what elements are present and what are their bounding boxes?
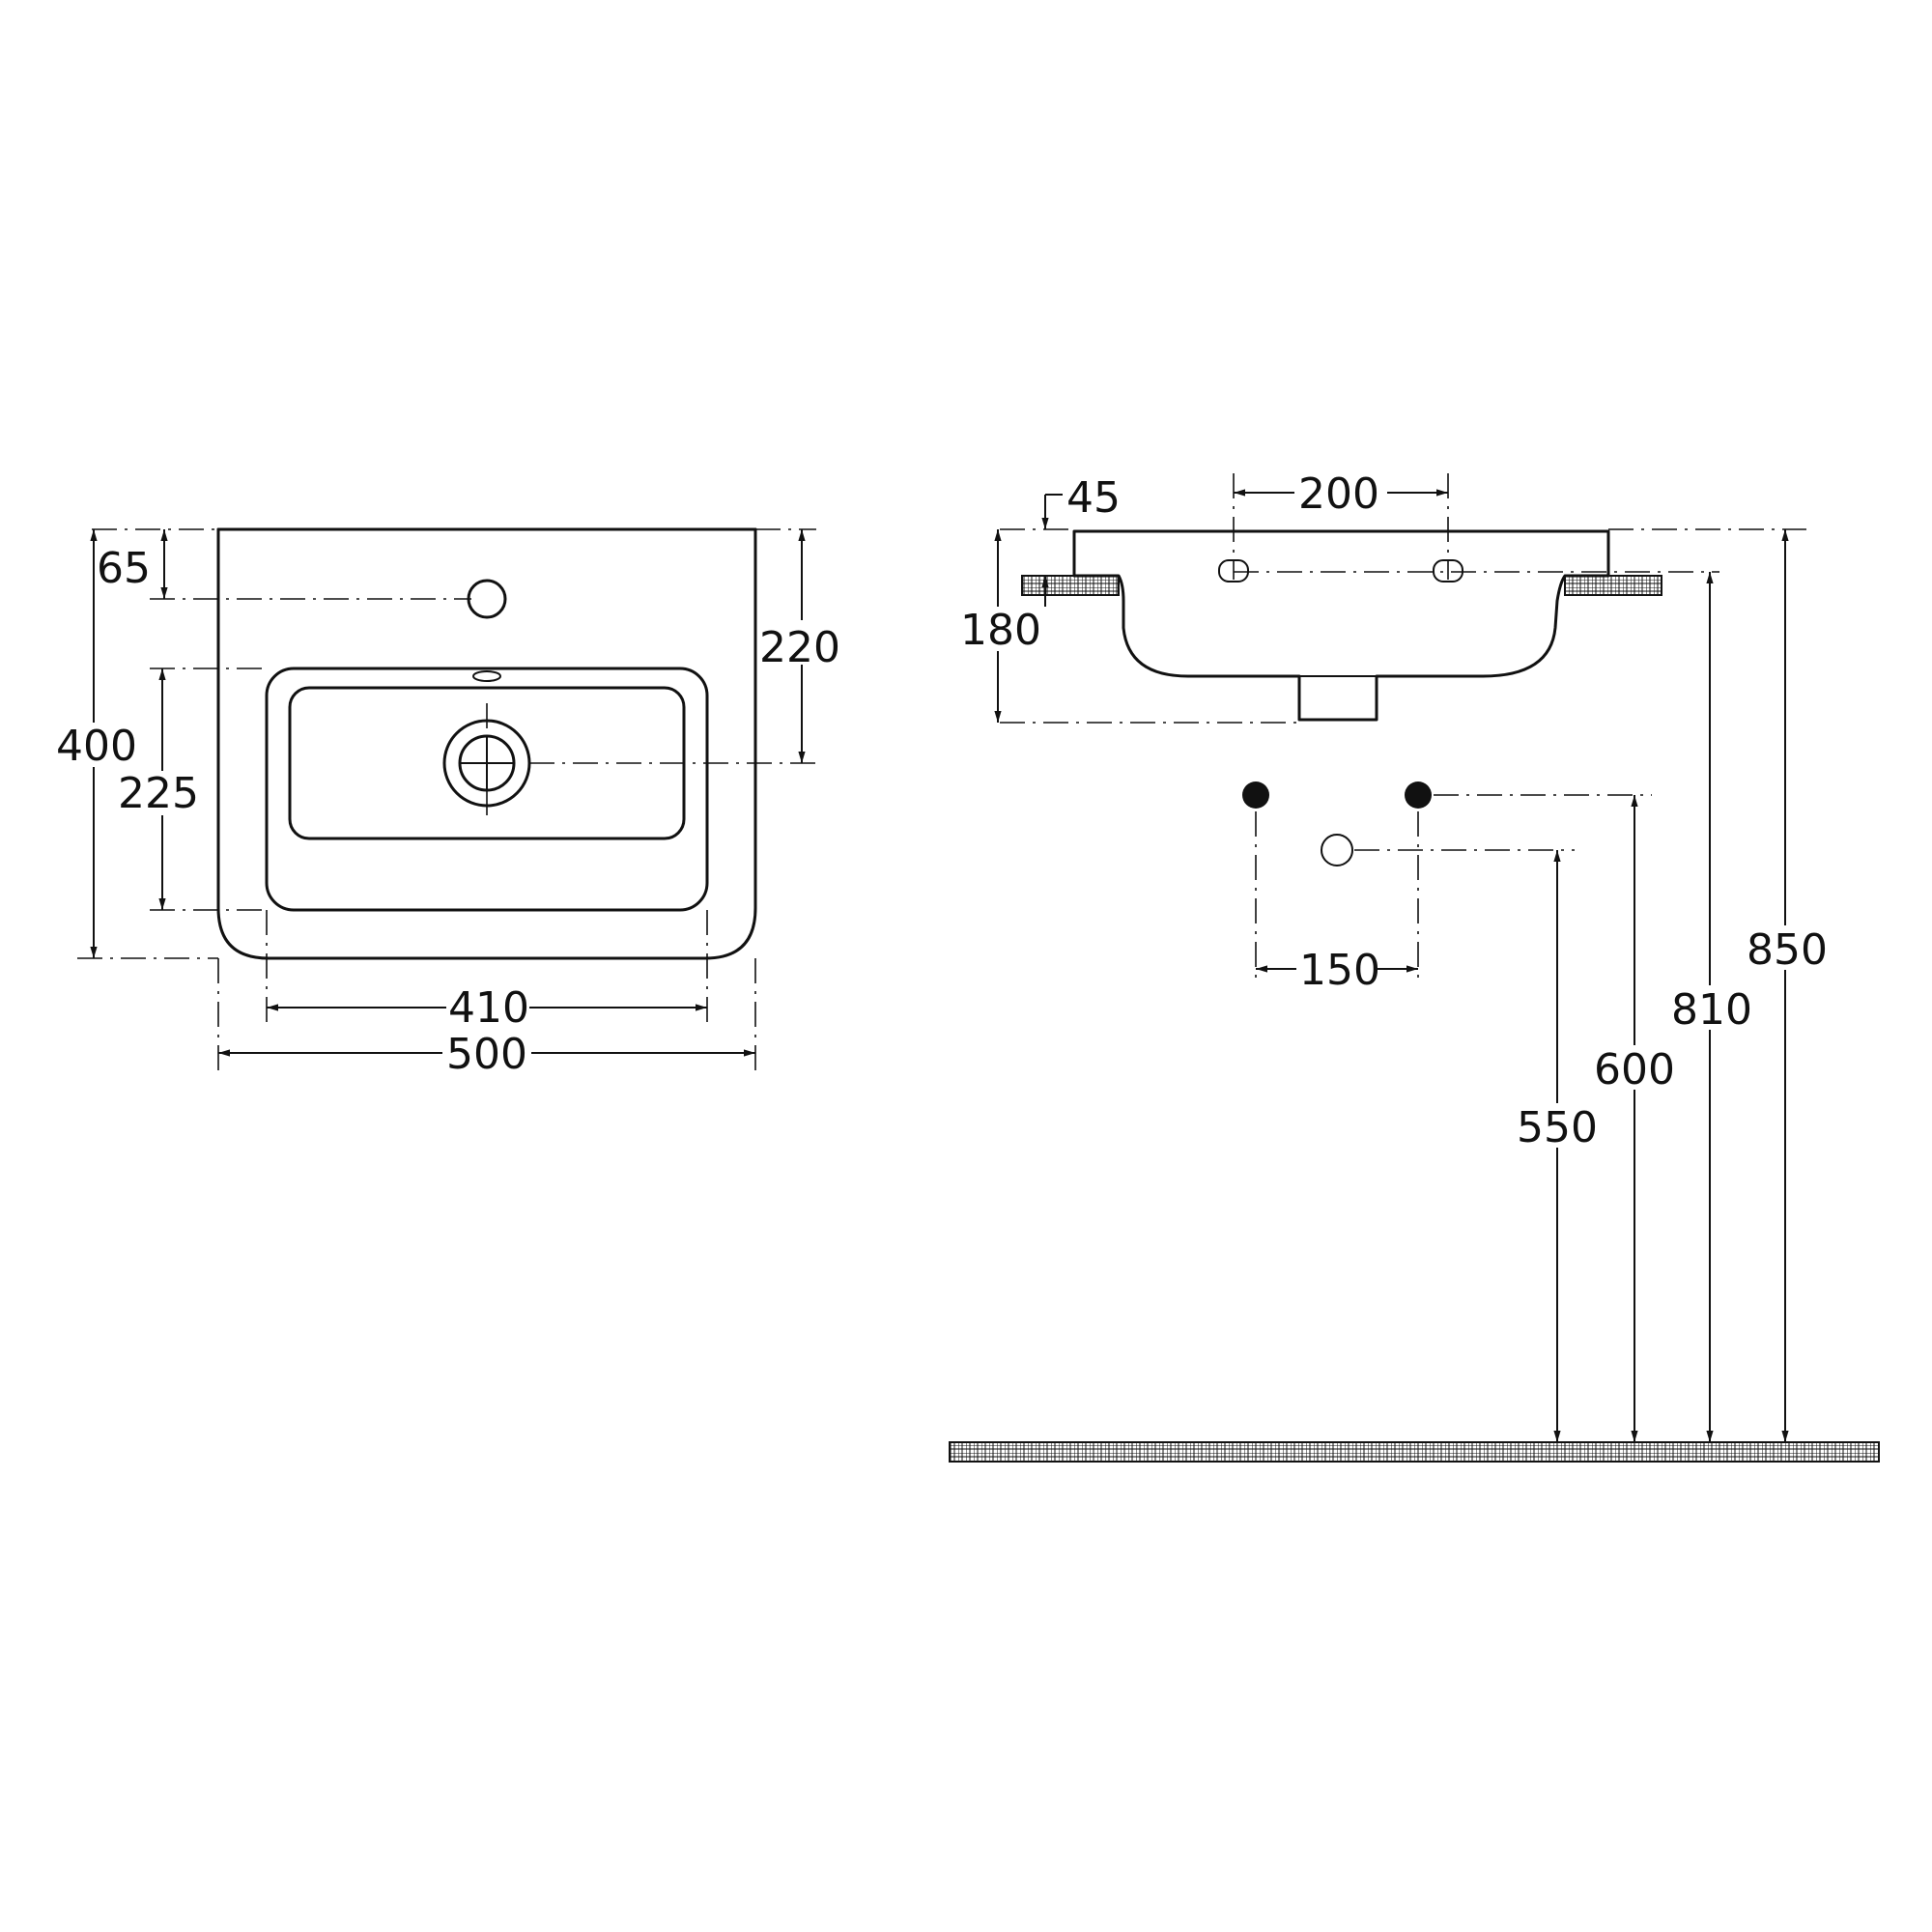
floor [949, 1441, 1880, 1463]
plan-view: 65 400 225 220 410 500 [56, 527, 847, 1079]
dim-400-label: 400 [56, 722, 137, 771]
dim-180-label: 180 [960, 606, 1041, 655]
overflow-slot [472, 670, 501, 682]
dim-45-label: 45 [1066, 473, 1121, 523]
basin-profile [1072, 529, 1610, 722]
dim-550-label: 550 [1517, 1103, 1598, 1152]
dim-850-label: 850 [1747, 925, 1828, 975]
right-bracket [1564, 575, 1662, 596]
dim-65-label: 65 [97, 544, 151, 593]
dim-810-label: 810 [1671, 985, 1752, 1035]
dim-200-label: 200 [1298, 469, 1379, 519]
dim-220-label: 220 [759, 623, 840, 672]
basin-outline [216, 527, 757, 960]
waste-pipe [1321, 834, 1353, 867]
dim-150-label: 150 [1299, 946, 1380, 995]
bowl-outer [265, 667, 709, 912]
side-view: 45 200 180 150 550 600 810 [949, 469, 1880, 1463]
dim-410-label: 410 [448, 983, 529, 1033]
tap-hole [467, 579, 507, 619]
supply-pipe-right [1405, 781, 1432, 809]
dim-500-label: 500 [446, 1030, 527, 1079]
supply-pipe-left [1242, 781, 1269, 809]
dim-225-label: 225 [118, 769, 199, 818]
left-bracket [1021, 575, 1120, 596]
dim-600-label: 600 [1594, 1045, 1675, 1094]
